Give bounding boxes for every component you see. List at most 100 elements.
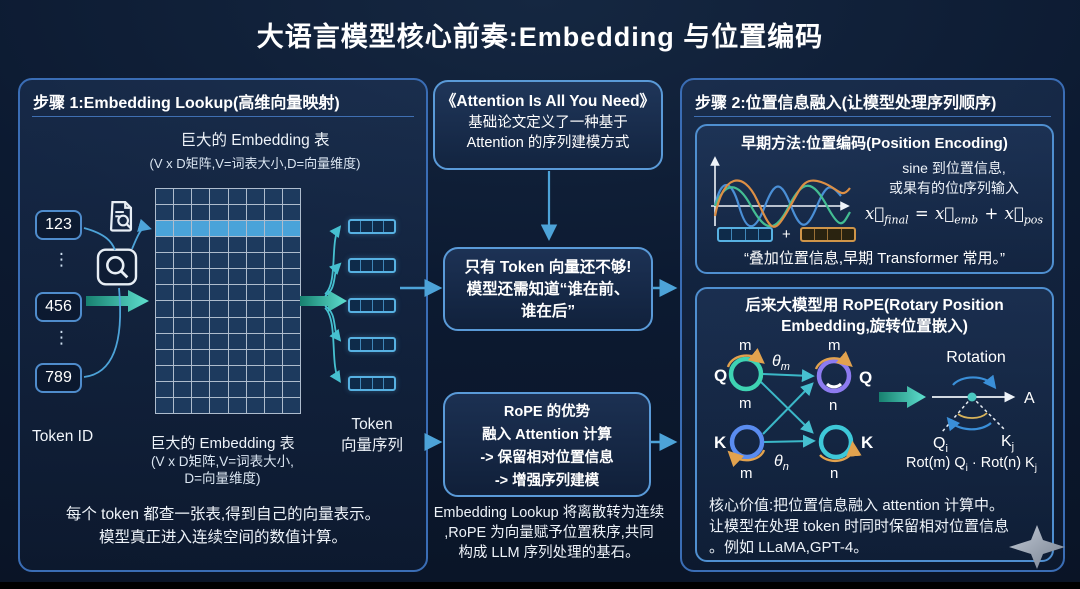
matrix-cell — [228, 253, 246, 269]
matrix-cell — [192, 333, 210, 349]
matrix-highlight-cell — [192, 221, 210, 237]
chip-cell — [373, 338, 384, 350]
matrix-cell — [192, 269, 210, 285]
chip-cell — [350, 299, 362, 311]
token-vector-chip — [348, 376, 396, 391]
pe-note: sine 到位置信息, 或果有的位t序列输入 — [889, 160, 1019, 196]
matrix-cell — [228, 365, 246, 381]
matrix-cell — [192, 285, 210, 301]
chip-cell — [373, 221, 384, 232]
matrix-cell — [264, 301, 282, 317]
matrix-cell — [156, 189, 174, 205]
magnifier-icon — [96, 248, 138, 286]
matrix-cell — [246, 285, 264, 301]
svg-text:Q: Q — [714, 366, 727, 385]
matrix-cell — [264, 189, 282, 205]
matrix-cell — [264, 349, 282, 365]
matrix-cell — [264, 253, 282, 269]
svg-text:A: A — [1024, 390, 1035, 407]
rope-title: 后来大模型用 RoPE(Rotary Position Embedding,旋转… — [745, 297, 1004, 335]
pe-formula: x⃗final = x⃗emb + x⃗pos — [864, 204, 1044, 227]
matrix-cell — [228, 285, 246, 301]
matrix-cell — [246, 397, 264, 413]
matrix-cell — [192, 189, 210, 205]
matrix-cell — [228, 205, 246, 221]
svg-text:Qi: Qi — [933, 435, 948, 455]
vector-sequence-label: Token 向量序列 — [340, 416, 403, 454]
matrix-cell — [192, 253, 210, 269]
rotation-diagram: Rotation A Qi Kj — [932, 349, 1035, 455]
matrix-cell — [282, 365, 300, 381]
svg-text:K: K — [714, 433, 727, 452]
lookup-curves — [83, 218, 342, 383]
matrix-cell — [282, 285, 300, 301]
plus-sign: + — [782, 226, 791, 243]
matrix-caption: 巨大的 Embedding 表 (V x D矩阵,V=词表大小, D=向量维度) — [150, 435, 295, 486]
sine-wave-chart — [710, 156, 851, 228]
lookup-arrow-icon — [86, 290, 149, 312]
token-id-box-2: 456 — [35, 292, 82, 322]
svg-text:m: m — [828, 337, 841, 354]
rope-footer: 核心价值:把位置信息融入 attention 计算中。 让模型在处理 token… — [709, 497, 1010, 556]
matrix-cell — [264, 317, 282, 333]
svg-text:m: m — [739, 337, 752, 354]
matrix-cell — [192, 397, 210, 413]
step1-header: 步骤 1:Embedding Lookup(高维向量映射) — [33, 95, 340, 112]
matrix-cell — [282, 317, 300, 333]
matrix-cell — [174, 205, 192, 221]
position-encoding-box: 早期方法:位置编码(Position Encoding) + sine 到位置信… — [695, 124, 1054, 274]
chip-cell — [350, 378, 362, 389]
rope-advantage-box: RoPE 的优势 融入 Attention 计算 -> 保留相对位置信息 -> … — [443, 392, 651, 497]
arrow-step1-to-rope — [424, 433, 443, 451]
matrix-cell — [246, 349, 264, 365]
matrix-cell — [156, 285, 174, 301]
chip-cell — [350, 260, 362, 272]
chip-cell — [350, 221, 362, 232]
matrix-cell — [174, 189, 192, 205]
matrix-cell — [228, 189, 246, 205]
matrix-cell — [156, 317, 174, 333]
svg-text:n: n — [829, 397, 837, 414]
matrix-cell — [228, 397, 246, 413]
rope-box: 后来大模型用 RoPE(Rotary Position Embedding,旋转… — [695, 287, 1054, 562]
matrix-cell — [210, 317, 228, 333]
chip-cell — [361, 299, 373, 311]
matrix-cell — [156, 301, 174, 317]
matrix-highlight-cell — [246, 221, 264, 237]
matrix-cell — [264, 397, 282, 413]
matrix-cell — [174, 349, 192, 365]
file-search-icon — [109, 200, 133, 232]
matrix-cell — [246, 317, 264, 333]
matrix-cell — [174, 269, 192, 285]
matrix-cell — [210, 253, 228, 269]
matrix-cell — [264, 269, 282, 285]
step1-footer: 每个 token 都查一张表,得到自己的向量表示。 模型真正进入连续空间的数值计… — [65, 506, 381, 546]
matrix-cell — [192, 317, 210, 333]
ellipsis: ⋮ — [53, 250, 72, 269]
chip-cell — [373, 378, 384, 389]
step1-panel: 步骤 1:Embedding Lookup(高维向量映射) 巨大的 Embedd… — [18, 78, 428, 572]
matrix-cell — [246, 301, 264, 317]
matrix-cell — [228, 333, 246, 349]
matrix-cell — [156, 237, 174, 253]
matrix-cell — [210, 205, 228, 221]
matrix-cell — [174, 397, 192, 413]
matrix-cell — [246, 237, 264, 253]
matrix-cell — [282, 301, 300, 317]
matrix-cell — [210, 333, 228, 349]
matrix-cell — [228, 269, 246, 285]
middle-footer: Embedding Lookup 将离散转为连续 ,RoPE 为向量赋予位置秩序… — [433, 505, 665, 561]
matrix-cell — [156, 381, 174, 397]
matrix-cell — [156, 253, 174, 269]
paper-box: 《Attention Is All You Need》 基础论文定义了一种基于 … — [433, 80, 663, 170]
matrix-cell — [210, 381, 228, 397]
arrow-need-to-step2 — [653, 279, 678, 297]
matrix-cell — [282, 397, 300, 413]
step2-header: 步骤 2:位置信息融入(让模型处理序列顺序) — [695, 95, 997, 112]
token-vector-chip — [348, 336, 396, 352]
matrix-cell — [210, 237, 228, 253]
matrix-cell — [210, 189, 228, 205]
matrix-cell — [246, 205, 264, 221]
page-title: 大语言模型核心前奏:Embedding 与位置编码 — [256, 22, 824, 52]
matrix-cell — [192, 301, 210, 317]
